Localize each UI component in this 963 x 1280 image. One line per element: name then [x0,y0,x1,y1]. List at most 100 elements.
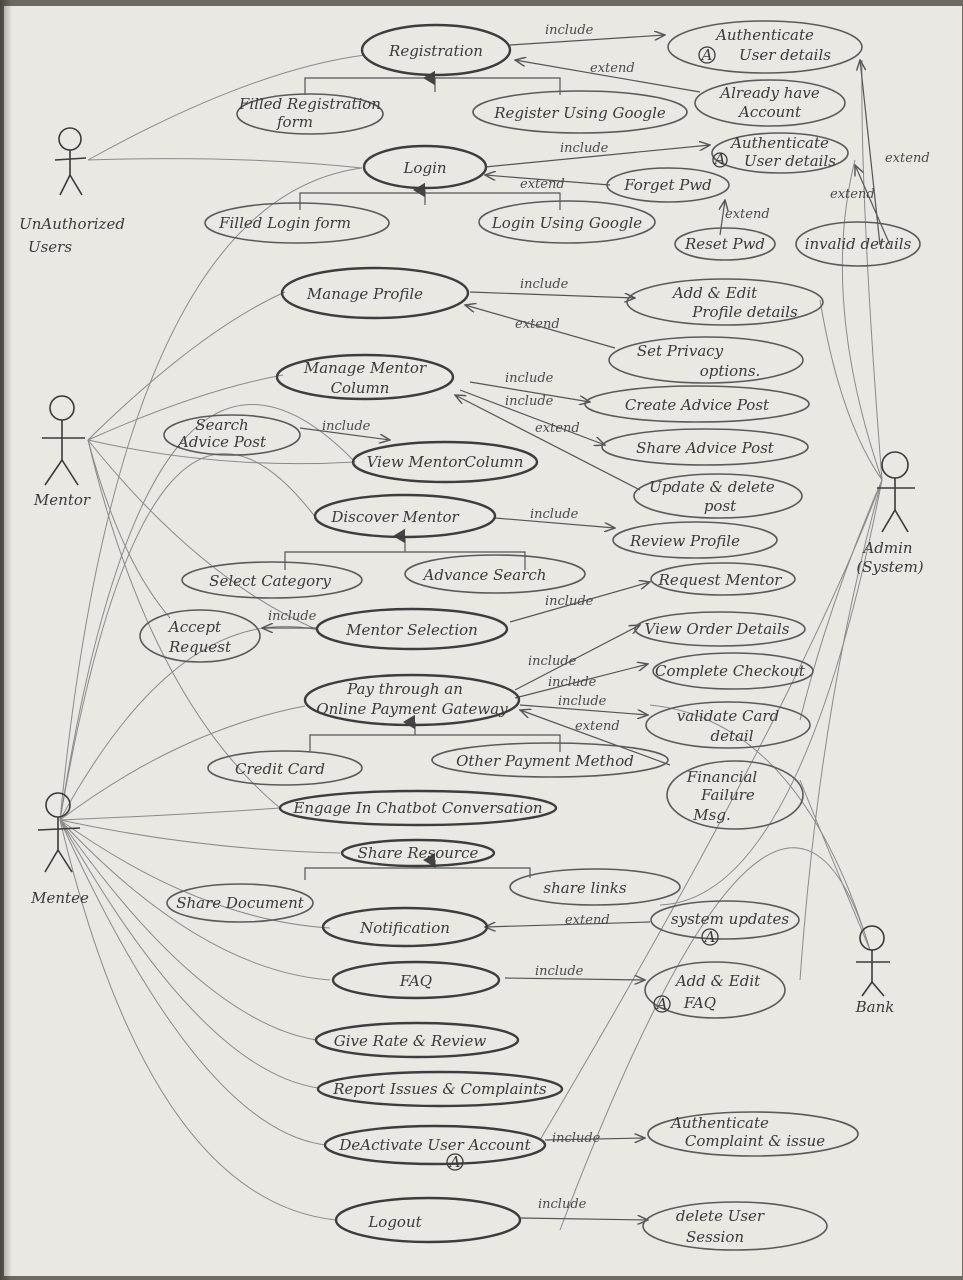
paper-sheet [4,6,962,1276]
rel-label-include: include [560,141,609,156]
svg-text:Advice Post: Advice Post [176,433,267,451]
usecase-share-resource: Share Resource [340,838,496,868]
svg-text:View MentorColumn: View MentorColumn [367,453,524,471]
usecase-advance-search: Advance Search [404,554,586,594]
admin-marker: A [703,928,716,946]
svg-text:detail: detail [710,727,753,745]
usecase-validate-card-detail: validate Card detail [645,701,811,749]
svg-text:Mentor: Mentor [33,491,91,509]
svg-text:validate Card: validate Card [677,707,779,725]
rel-label-extend: extend [885,151,930,166]
usecase-share-document: Share Document [166,883,314,923]
svg-text:Msg.: Msg. [692,806,730,824]
usecase-share-links: share links [509,868,681,906]
usecase-filled-login-form: Filled Login form [204,202,390,244]
usecase-login-using-google: Login Using Google [478,200,656,244]
usecase-delete-user-session: delete User Session [642,1201,828,1251]
svg-text:Discover Mentor: Discover Mentor [330,508,459,526]
usecase-other-payment-method: Other Payment Method [431,742,669,778]
usecase-set-privacy-options: Set Privacy options. [608,336,804,384]
usecase-registration: Registration [360,23,512,77]
svg-text:Review Profile: Review Profile [629,532,740,550]
usecase-search-advice-post: Search Advice Post [163,414,301,456]
usecase-request-mentor: Request Mentor [650,562,796,596]
svg-text:User details: User details [739,46,831,64]
usecase-add-edit-faq: Add & Edit FAQ A [644,961,786,1019]
svg-text:Authenticate: Authenticate [669,1114,769,1132]
usecase-report-issues: Report Issues & Complaints [316,1070,564,1108]
svg-text:Create Advice Post: Create Advice Post [625,396,770,414]
usecase-register-using-google: Register Using Google [472,90,688,134]
rel-label-extend: extend [565,913,610,928]
usecase-reset-pwd: Reset Pwd [674,227,776,261]
svg-text:Online Payment Gateway: Online Payment Gateway [316,700,508,718]
admin-marker: A [713,150,726,168]
usecase-deactivate-account: DeActivate User Account A [323,1124,547,1171]
usecase-give-rate-review: Give Rate & Review [314,1021,520,1059]
relation-arrows [262,35,891,1220]
rel-label-include: include [322,419,371,434]
usecase-update-delete-post: Update & delete post [633,473,803,519]
usecase-credit-card: Credit Card [207,750,363,786]
usecase-invalid-details: invalid details [795,221,921,267]
usecase-review-profile: Review Profile [612,521,778,559]
svg-text:Financial: Financial [686,768,758,786]
svg-text:Share Document: Share Document [176,894,305,912]
rel-label-include: include [558,694,607,709]
svg-text:Accept: Accept [167,618,222,636]
svg-text:DeActivate User Account: DeActivate User Account [338,1136,531,1154]
svg-text:Profile details: Profile details [691,303,798,321]
admin-marker: A [700,46,713,64]
rel-label-extend: extend [535,421,580,436]
usecase-faq: FAQ [331,960,501,1000]
admin-marker: A [448,1153,461,1171]
svg-text:Update & delete: Update & delete [649,478,775,496]
svg-text:Login: Login [402,159,446,177]
rel-label-include: include [552,1131,601,1146]
rel-label-include: include [505,371,554,386]
svg-text:delete User: delete User [676,1207,765,1225]
actor-mentee: Mentee [30,792,89,907]
rel-label-extend: extend [830,187,875,202]
rel-label-include: include [535,964,584,979]
svg-text:Registration: Registration [388,42,483,60]
usecase-filled-registration-form: Filled Registration form [236,93,384,135]
usecase-forget-pwd: Forget Pwd [606,167,730,203]
actor-unauthorized-users: UnAuthorized Users [19,127,125,256]
svg-text:FAQ: FAQ [399,972,432,990]
rel-label-include: include [505,394,554,409]
usecase-add-edit-profile-details: Add & Edit Profile details [626,278,824,326]
svg-text:Authenticate: Authenticate [714,26,814,44]
rel-label-include: include [528,654,577,669]
rel-label-extend: extend [575,719,620,734]
usecase-pay-online-gateway: Pay through an Online Payment Gateway [303,673,521,727]
usecase-view-mentor-column: View MentorColumn [351,440,539,484]
usecase-logout: Logout [334,1196,522,1244]
rel-label-extend: extend [515,317,560,332]
svg-text:Add & Edit: Add & Edit [671,284,758,302]
association-lines [59,54,883,1231]
svg-text:Column: Column [331,379,390,397]
svg-text:(System): (System) [856,558,923,576]
usecase-select-category: Select Category [181,561,363,599]
usecase-login: Login [362,144,488,190]
usecase-mentor-selection: Mentor Selection [315,607,509,651]
usecase-notification: Notification [321,906,489,948]
rel-label-extend: extend [725,207,770,222]
usecase-authenticate-user-details-2: Authenticate User details A [711,132,849,174]
svg-text:Search: Search [195,416,248,434]
svg-text:Filled Registration: Filled Registration [238,95,381,113]
usecase-view-order-details: View Order Details [634,611,806,647]
svg-text:Give Rate & Review: Give Rate & Review [334,1032,487,1050]
svg-text:Notification: Notification [359,919,450,937]
svg-text:Manage Profile: Manage Profile [306,285,423,303]
svg-text:Complaint & issue: Complaint & issue [685,1132,825,1150]
usecase-create-advice-post: Create Advice Post [584,385,810,423]
svg-text:Set Privacy: Set Privacy [637,342,724,360]
svg-text:Forget Pwd: Forget Pwd [623,176,712,194]
usecase-accept-request: Accept Request [139,609,261,663]
svg-text:FAQ: FAQ [683,994,716,1012]
actor-mentor: Mentor [33,395,91,509]
rel-label-include: include [530,507,579,522]
